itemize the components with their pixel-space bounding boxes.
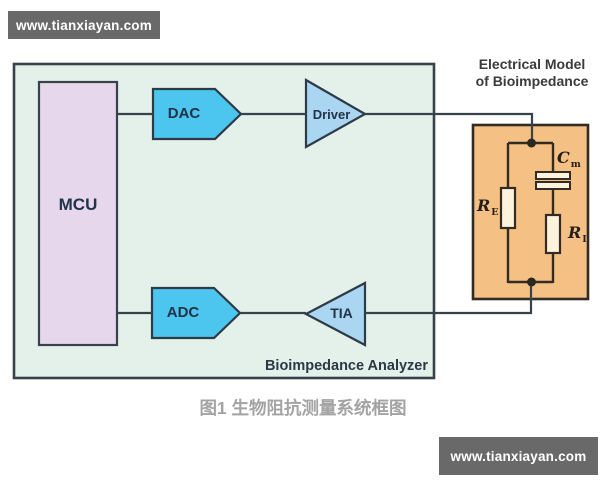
mcu-block: [37, 80, 119, 347]
wire-driver-to-model: [365, 112, 534, 143]
tia-label: TIA: [330, 305, 353, 321]
circuit-node-top: [527, 138, 536, 148]
watermark-top: www.tianxiayan.com: [8, 11, 160, 39]
cm-symbol: C: [557, 148, 570, 167]
watermark-bottom: www.tianxiayan.com: [439, 437, 598, 475]
watermark-top-text: www.tianxiayan.com: [16, 17, 152, 33]
ri-subscript: I: [582, 234, 587, 245]
cm-label: Cm: [557, 150, 581, 170]
resistor-ri: [544, 213, 562, 255]
adc-block: [150, 286, 242, 340]
dac-block: [151, 87, 243, 141]
ri-symbol: R: [568, 223, 582, 242]
resistor-re: [499, 186, 517, 230]
wire-model-to-tia: [365, 283, 533, 315]
circuit-node-bottom: [527, 277, 536, 287]
model-heading-line1: Electrical Model: [478, 56, 586, 72]
driver-label: Driver: [312, 107, 351, 122]
adc-label: ADC: [166, 304, 200, 321]
cm-subscript: m: [570, 159, 581, 170]
ri-label: RI: [568, 225, 587, 245]
watermark-bottom-text: www.tianxiayan.com: [450, 448, 587, 464]
mcu-label: MCU: [58, 195, 98, 214]
bioimpedance-model-box: [471, 123, 590, 301]
figure-caption: 图1 生物阻抗测量系统框图: [199, 398, 407, 418]
re-label: RE: [477, 198, 499, 218]
analyzer-title: Bioimpedance Analyzer: [264, 358, 428, 374]
re-symbol: R: [477, 196, 491, 215]
dac-label: DAC: [167, 105, 201, 122]
model-heading-line2: of Bioimpedance: [475, 73, 589, 89]
re-subscript: E: [491, 207, 499, 218]
model-heading: Electrical Model of Bioimpedance: [456, 56, 600, 90]
capacitor-cm-plate-bottom: [535, 181, 571, 190]
capacitor-cm-plate-top: [535, 171, 571, 180]
